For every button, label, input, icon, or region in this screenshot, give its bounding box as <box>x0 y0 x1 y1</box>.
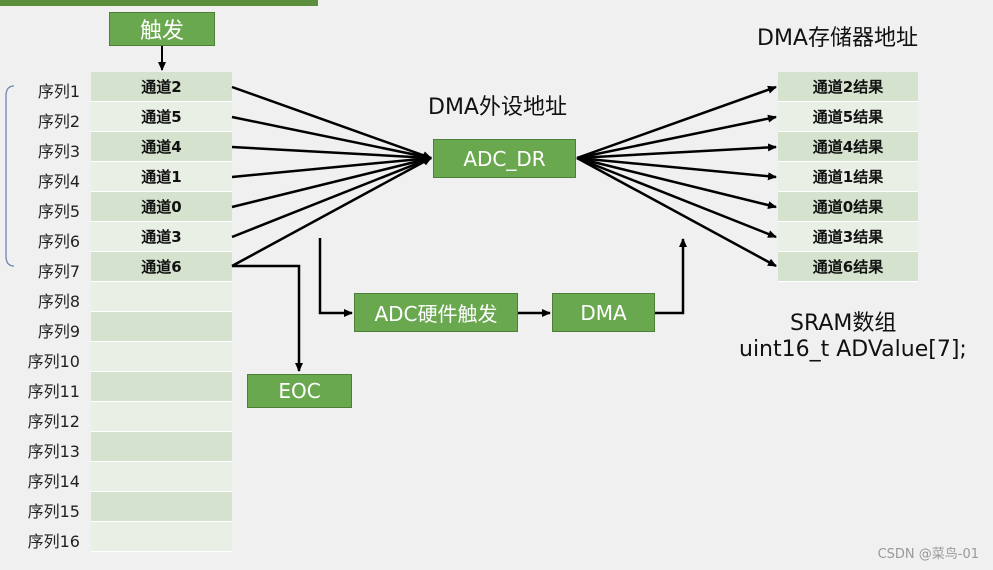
empty-cell <box>91 402 232 432</box>
sequence-label: 序列15 <box>27 502 80 521</box>
channel-cell: 通道1 <box>91 162 232 192</box>
adc-dr-label: ADC_DR <box>463 146 546 171</box>
channel-arrow <box>231 85 432 160</box>
sequence-label: 序列11 <box>27 382 80 401</box>
adc-trigger-arrow <box>318 238 353 317</box>
channel-cell: 通道5 <box>91 102 232 132</box>
result-cell: 通道2结果 <box>778 72 918 102</box>
sequence-label: 序列2 <box>37 112 80 131</box>
channel-cell: 通道4 <box>91 132 232 162</box>
result-arrow <box>576 114 777 160</box>
sequence-label: 序列12 <box>27 412 80 431</box>
channel-cell: 通道2 <box>91 72 232 102</box>
top-accent-bar <box>0 0 318 6</box>
eoc-box: EOC <box>247 374 352 408</box>
result-cell: 通道4结果 <box>778 132 918 162</box>
result-arrow <box>576 85 777 160</box>
dma-box: DMA <box>552 293 655 332</box>
sequence-label: 序列1 <box>37 82 80 101</box>
empty-cell <box>91 492 232 522</box>
memory-address-title: DMA存储器地址 <box>757 26 918 51</box>
eoc-label: EOC <box>278 379 321 403</box>
result-cell: 通道3结果 <box>778 222 918 252</box>
sequence-label: 序列13 <box>27 442 80 461</box>
watermark: CSDN @菜鸟-01 <box>877 547 979 562</box>
sequence-label: 序列16 <box>27 532 80 551</box>
dma-up-arrow <box>655 238 687 315</box>
sequence-label: 序列14 <box>27 472 80 491</box>
sequence-label: 序列10 <box>27 352 80 371</box>
eoc-arrow <box>232 264 303 372</box>
empty-cell <box>91 372 232 402</box>
empty-cell <box>91 462 232 492</box>
empty-cell <box>91 312 232 342</box>
sequence-label: 序列5 <box>37 202 80 221</box>
empty-cell <box>91 522 232 552</box>
channel-arrow <box>231 156 432 209</box>
channel-arrow <box>231 145 432 162</box>
empty-cell <box>91 282 232 312</box>
trigger-box: 触发 <box>109 12 215 46</box>
channel-arrow <box>231 156 432 239</box>
channel-cell: 通道6 <box>91 252 232 282</box>
sequence-label: 序列3 <box>37 142 80 161</box>
trigger-label: 触发 <box>139 19 184 44</box>
empty-cell <box>91 342 232 372</box>
dma-label: DMA <box>580 300 627 325</box>
peripheral-address-title: DMA外设地址 <box>428 95 567 120</box>
result-cell: 通道5结果 <box>778 102 918 132</box>
channel-arrow <box>231 156 432 268</box>
sequence-label: 序列4 <box>37 172 80 191</box>
channel-arrow <box>231 154 432 179</box>
empty-cell <box>91 432 232 462</box>
result-arrow <box>576 156 777 209</box>
sequence-label: 序列8 <box>37 292 80 311</box>
sequence-label: 序列7 <box>37 262 80 281</box>
adc-dr-box: ADC_DR <box>433 139 576 178</box>
result-cell: 通道6结果 <box>778 252 918 282</box>
adc-hw-trigger-label: ADC硬件触发 <box>374 302 498 326</box>
result-arrow <box>576 156 777 181</box>
sequence-label: 序列9 <box>37 322 80 341</box>
result-arrow <box>576 156 777 268</box>
channel-arrow <box>231 115 432 161</box>
sequence-label: 序列6 <box>37 232 80 251</box>
channel-cell: 通道0 <box>91 192 232 222</box>
result-cell: 通道0结果 <box>778 192 918 222</box>
result-arrow <box>576 156 777 239</box>
adc-hw-trigger-box: ADC硬件触发 <box>354 293 518 332</box>
result-arrow <box>576 143 777 160</box>
sram-declaration: uint16_t ADValue[7]; <box>739 337 967 362</box>
channel-cell: 通道3 <box>91 222 232 252</box>
sequence-bracket <box>5 85 15 267</box>
result-cell: 通道1结果 <box>778 162 918 192</box>
sram-title: SRAM数组 <box>790 311 897 336</box>
